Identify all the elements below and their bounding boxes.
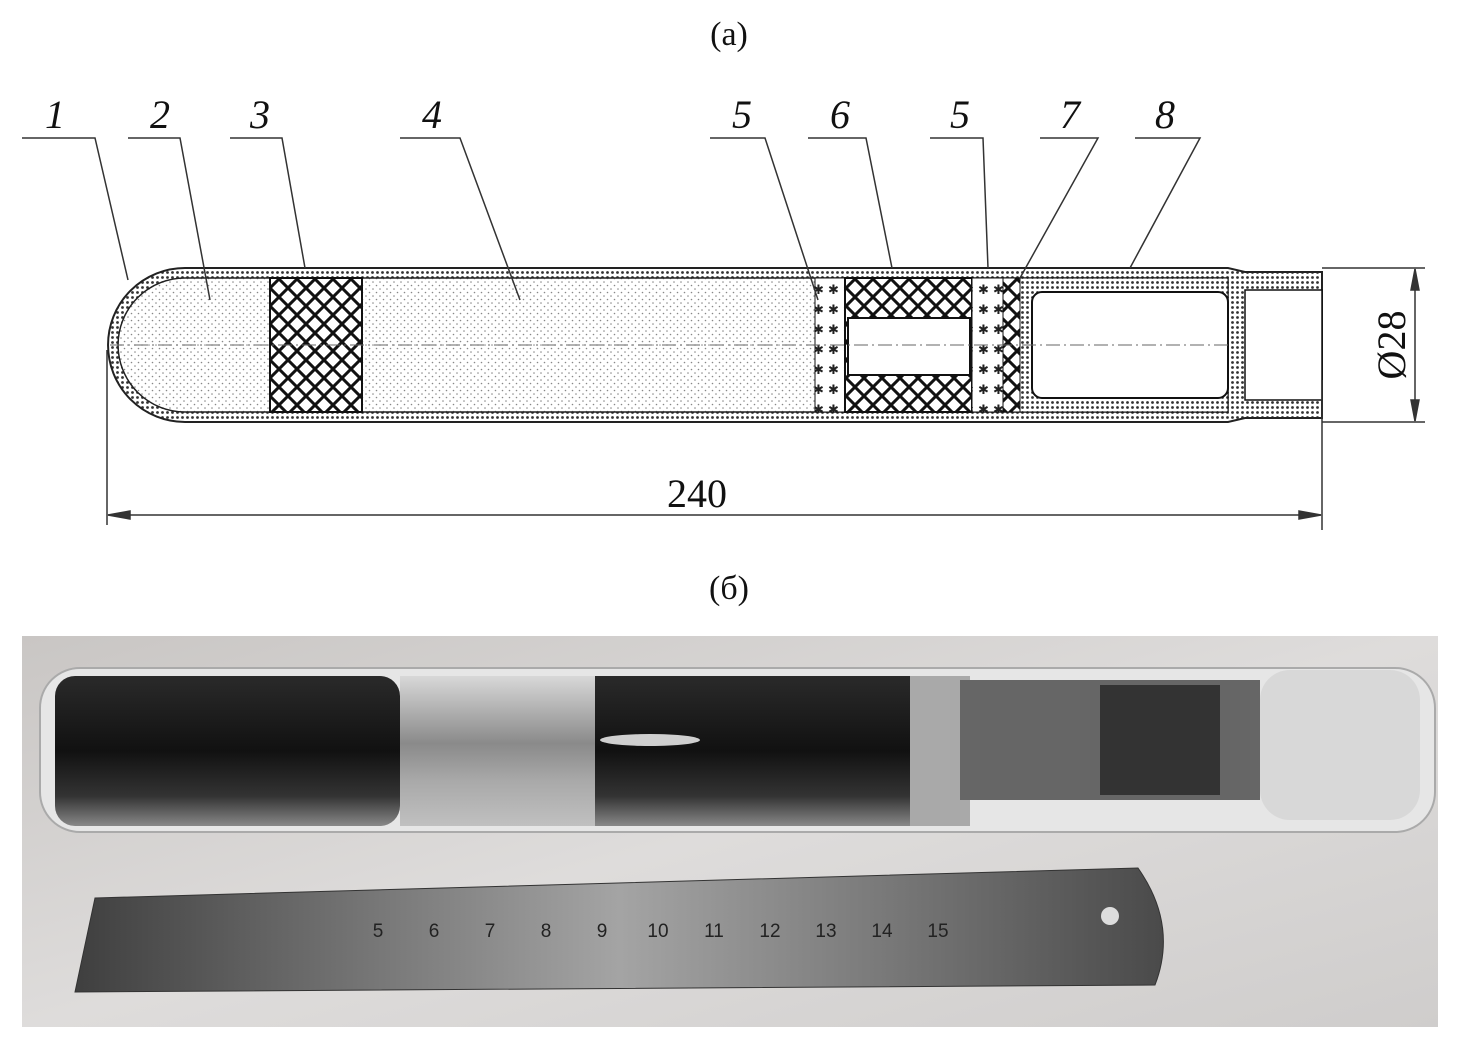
ruler-number: 12 <box>759 921 780 942</box>
part-label-6: 6 <box>830 92 850 137</box>
capsule-drawing <box>107 267 1323 423</box>
ruler-number: 7 <box>485 921 496 942</box>
part-label-8: 8 <box>1155 92 1175 137</box>
length-dimension-lines <box>106 350 1323 530</box>
diameter-dimension-lines <box>1322 267 1425 423</box>
ruler-number: 14 <box>871 921 893 942</box>
part-label-2: 2 <box>150 92 170 137</box>
part-label-5b: 5 <box>950 92 970 137</box>
caption-a: (а) <box>710 16 748 53</box>
part-label-5a: 5 <box>732 92 752 137</box>
ruler <box>74 867 1164 993</box>
length-dimension: 240 <box>667 471 727 516</box>
dark-filler-middle <box>595 676 910 826</box>
part-label-4: 4 <box>422 92 442 137</box>
caption-b: (б) <box>709 570 749 607</box>
part-label-1: 1 <box>45 92 65 137</box>
diameter-dimension: Ø28 <box>1369 311 1414 380</box>
dark-filler-left <box>55 676 400 826</box>
ruler-number: 5 <box>373 921 384 942</box>
ruler-number: 6 <box>429 921 440 942</box>
ruler-number: 9 <box>597 921 608 942</box>
ruler-number: 15 <box>927 921 948 942</box>
part-label-7: 7 <box>1060 92 1082 137</box>
ruler-number: 10 <box>647 921 668 942</box>
ruler-number: 11 <box>704 921 724 942</box>
part-leaders <box>22 137 1202 301</box>
ruler-number: 13 <box>815 921 836 942</box>
part-label-3: 3 <box>249 92 270 137</box>
ruler-number: 8 <box>541 921 552 942</box>
